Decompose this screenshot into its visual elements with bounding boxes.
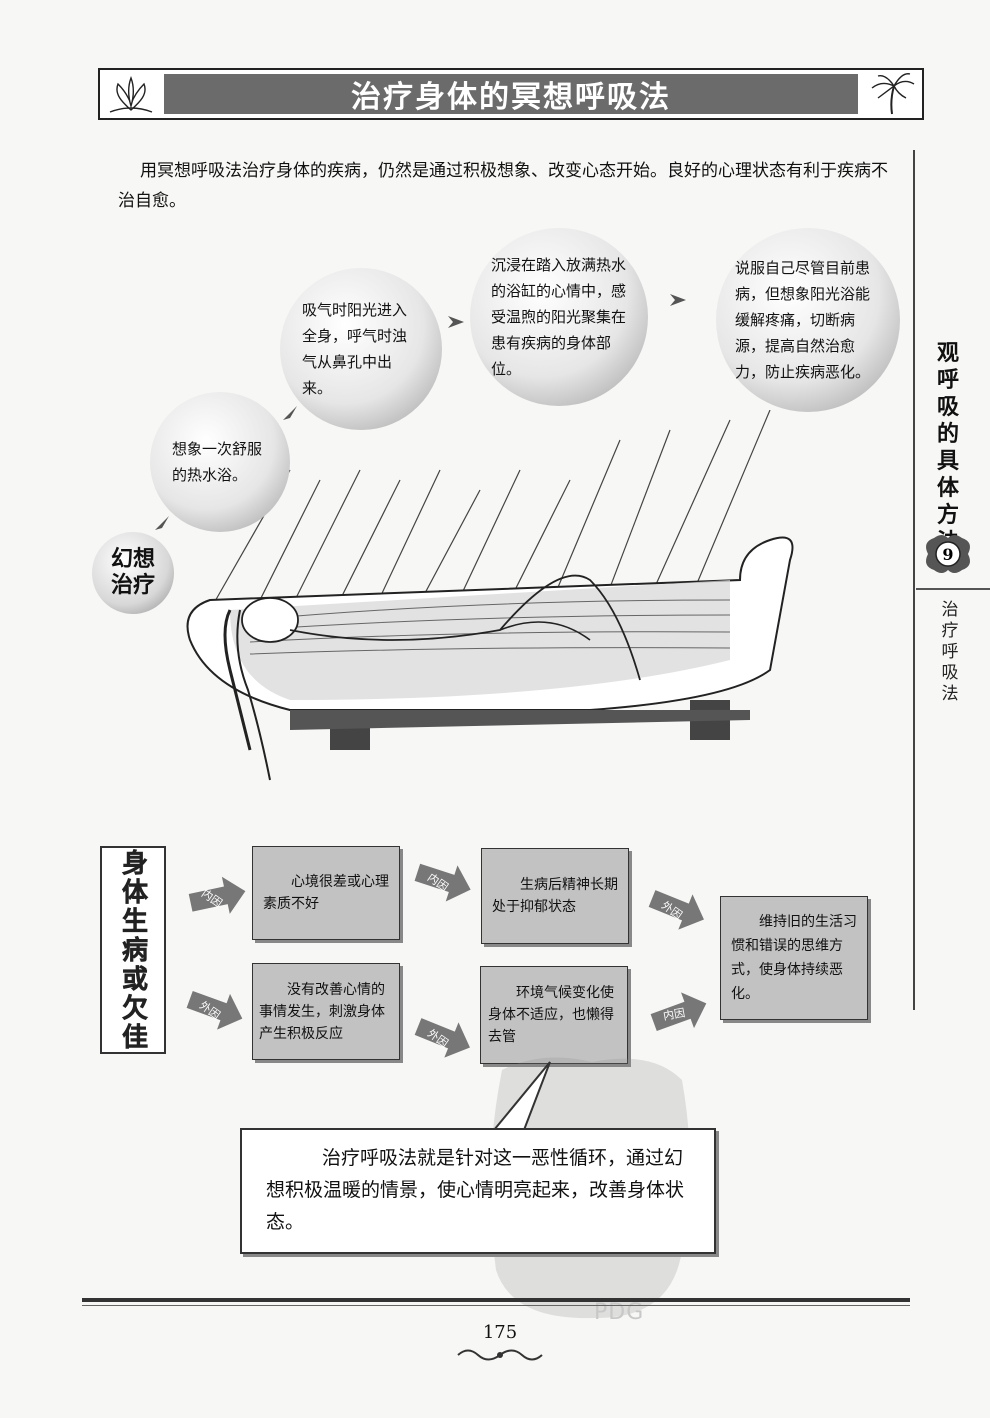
chevron-right-icon [283,406,297,420]
side-divider [913,150,915,1010]
flow-box-5: 维持旧的生活习惯和错误的思维方式，使身体持续恶化。 [720,896,868,1020]
flow-arrow-2: 内因 [414,863,471,902]
title-banner: 治疗身体的冥想呼吸法 [98,68,924,120]
chevron-right-icon [670,294,686,306]
flow-box-1: 心境很差或心理素质不好 [252,846,400,940]
flow-box-4: 环境气候变化使身体不适应，也懒得去管 [480,966,628,1064]
chapter-number-badge: 9 [926,535,970,573]
palm-tree-icon [871,73,915,115]
flow-box-text: 心境很差或心理素质不好 [263,874,389,912]
flow-arrow-1: 内因 [188,876,246,914]
flow-arrow-5: 外因 [414,1018,470,1058]
callout-pointer [491,1061,551,1131]
flow-box-text: 环境气候变化使身体不适应，也懒得去管 [488,985,614,1045]
flow-label: 身体生病或欠佳 [117,848,148,1052]
flow-label-box: 身体生病或欠佳 [100,846,166,1054]
chapter-heading: 观呼吸的具体方法 [936,340,959,555]
bathtub-illustration [186,410,794,781]
flow-box-text: 生病后精神长期处于抑郁状态 [492,877,618,915]
thought-bubble-2: 吸气时阳光进入全身，呼气时浊气从鼻孔中出来。 [280,268,442,430]
intro-paragraph: 用冥想呼吸法治疗身体的疾病，仍然是通过积极想象、改变心态开始。良好的心理状态有利… [118,161,888,211]
flow-box-text: 没有改善心情的事情发生，刺激身体产生积极反应 [259,981,385,1042]
flow-box-2: 生病后精神长期处于抑郁状态 [481,848,629,944]
thought-bubble-3: 沉浸在踏入放满热水的浴缸的心情中，感受温煦的阳光聚集在患有疾病的身体部位。 [470,228,648,406]
flow-box-text: 维持旧的生活习惯和错误的思维方式，使身体持续恶化。 [731,914,857,1002]
flow-arrow-3: 外因 [648,890,704,930]
flow-arrow-6: 内因 [650,992,707,1032]
lotus-icon [109,76,153,113]
section-subheading: 治疗呼吸法 [941,600,959,704]
arrow-label: 内因 [662,1005,686,1023]
chevron-right-icon [448,316,464,328]
scroll-ornament-icon [457,1349,543,1361]
side-sub-divider [916,588,990,590]
thought-bubble-4: 说服自己尽管目前患病，但想象阳光浴能缓解疼痛，切断病源，提高自然治愈力，防止疾病… [716,228,900,412]
flow-arrow-4: 外因 [186,990,243,1030]
bubble-text: 说服自己尽管目前患病，但想象阳光浴能缓解疼痛，切断病源，提高自然治愈力，防止疾病… [735,259,871,381]
page-number: 175 [482,1322,518,1343]
summary-callout: 治疗呼吸法就是针对这一恶性循环，通过幻想积极温暖的情景，使心情明亮起来，改善身体… [240,1128,716,1254]
badge-label: 幻想治疗 [110,547,155,598]
bubble-text: 吸气时阳光进入全身，呼气时浊气从鼻孔中出来。 [302,301,408,397]
watermark-text: PDG [594,1300,645,1325]
fantasy-therapy-badge: 幻想治疗 [92,532,174,614]
chapter-number: 9 [942,545,953,564]
bubble-text: 想象一次舒服的热水浴。 [172,440,263,484]
footer-rule-thin [82,1305,910,1306]
footer-rule [82,1298,910,1302]
bubble-text: 沉浸在踏入放满热水的浴缸的心情中，感受温煦的阳光聚集在患有疾病的身体部位。 [491,256,627,378]
flow-box-3: 没有改善心情的事情发生，刺激身体产生积极反应 [252,963,400,1060]
thought-bubble-1: 想象一次舒服的热水浴。 [150,392,290,532]
chevron-right-icon [155,516,169,530]
page-title: 治疗身体的冥想呼吸法 [164,74,858,115]
callout-text: 治疗呼吸法就是针对这一恶性循环，通过幻想积极温暖的情景，使心情明亮起来，改善身体… [266,1147,685,1233]
